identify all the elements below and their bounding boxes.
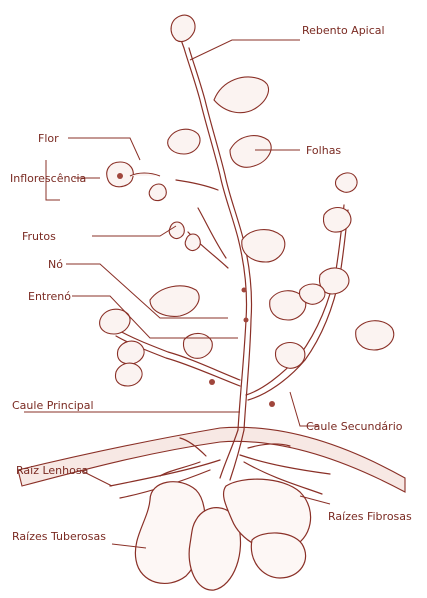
label-raizes-fibrosas: Raízes Fibrosas <box>328 510 412 523</box>
fibrous-roots <box>240 455 330 474</box>
leaf-top-right <box>214 77 269 113</box>
node-marker <box>242 288 247 293</box>
label-no: Nó <box>48 258 63 271</box>
label-frutos: Frutos <box>22 230 56 243</box>
leader-rebento <box>190 40 300 60</box>
flower-center <box>117 173 123 179</box>
label-caule-secundario: Caule Secundário <box>306 420 403 433</box>
fruit <box>169 222 184 239</box>
label-inflorescencia: Inflorescência <box>10 172 86 185</box>
label-folhas: Folhas <box>306 144 341 157</box>
flower-bud <box>149 184 166 201</box>
soil-mound <box>18 427 405 492</box>
label-raizes-tuberosas: Raízes Tuberosas <box>12 530 106 543</box>
label-raiz-lenhosa: Raiz Lenhosa <box>16 464 88 477</box>
label-entreno: Entrenó <box>28 290 71 303</box>
label-flor: Flor <box>38 132 59 145</box>
leader-frutos <box>92 226 176 236</box>
label-caule-principal: Caule Principal <box>12 399 94 412</box>
leader-no <box>66 264 228 318</box>
leader-flor <box>68 138 140 160</box>
apical-leaf <box>171 15 195 41</box>
label-rebento-apical: Rebento Apical <box>302 24 385 37</box>
secondary-node <box>269 401 275 407</box>
tuber-small <box>251 533 305 578</box>
